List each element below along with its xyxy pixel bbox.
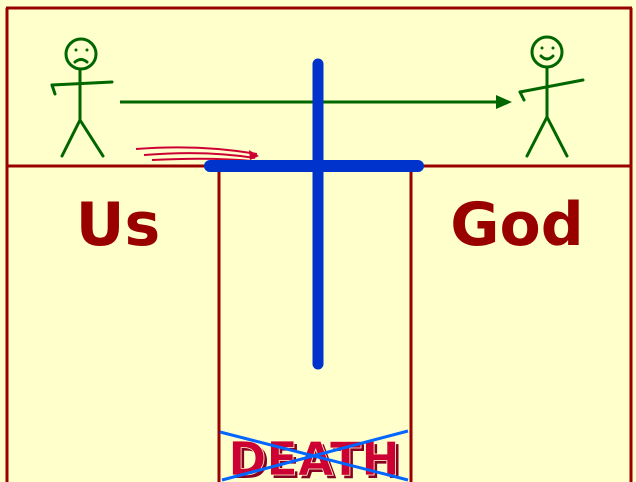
death-label-group: DEATH DEATH: [220, 431, 408, 482]
god-label: God: [450, 190, 583, 260]
us-label: Us: [76, 190, 160, 260]
